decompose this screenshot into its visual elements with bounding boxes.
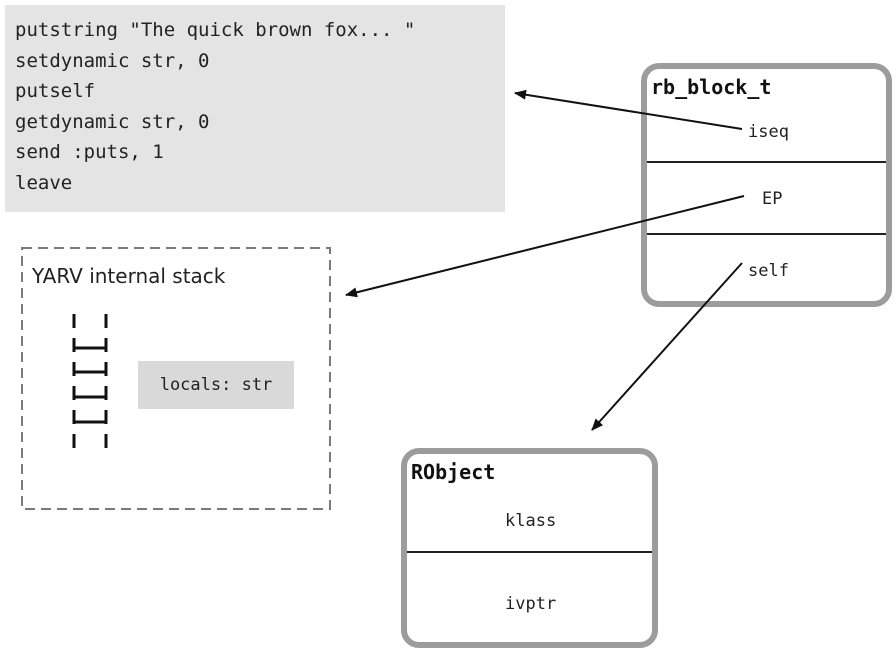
field-ivptr: ivptr bbox=[505, 594, 557, 614]
stack-ladder-icon bbox=[72, 314, 108, 456]
divider bbox=[647, 161, 886, 163]
instruction-listing: putstring "The quick brown fox... " setd… bbox=[5, 5, 505, 212]
field-ep: EP bbox=[762, 189, 783, 209]
robject-title: RObject bbox=[411, 460, 496, 484]
field-self: self bbox=[748, 261, 789, 281]
yarv-stack-box: YARV internal stack bbox=[21, 248, 331, 510]
yarv-dashed-frame bbox=[21, 247, 331, 510]
rb-block-title: rb_block_t bbox=[651, 75, 772, 99]
code-line: putstring "The quick brown fox... " bbox=[15, 19, 416, 41]
divider bbox=[407, 551, 652, 553]
yarv-stack-title: YARV internal stack bbox=[32, 264, 226, 288]
robject-struct: RObject klass ivptr bbox=[401, 448, 658, 648]
arrow-self-to-robject bbox=[591, 262, 743, 431]
field-klass: klass bbox=[505, 511, 557, 531]
divider bbox=[647, 233, 886, 235]
field-iseq: iseq bbox=[748, 122, 789, 142]
code-line: leave bbox=[15, 171, 73, 194]
code-line: send :puts, 1 bbox=[15, 141, 164, 163]
code-line: getdynamic str, 0 bbox=[15, 110, 210, 133]
arrow-iseq-to-code bbox=[514, 89, 743, 130]
arrow-ep-to-stack bbox=[345, 195, 745, 298]
rb-block-struct: rb_block_t iseq EP self bbox=[641, 63, 892, 307]
locals-box: locals: str bbox=[138, 361, 294, 409]
code-line: setdynamic str, 0 bbox=[15, 49, 210, 72]
code-line: putself bbox=[15, 80, 96, 102]
